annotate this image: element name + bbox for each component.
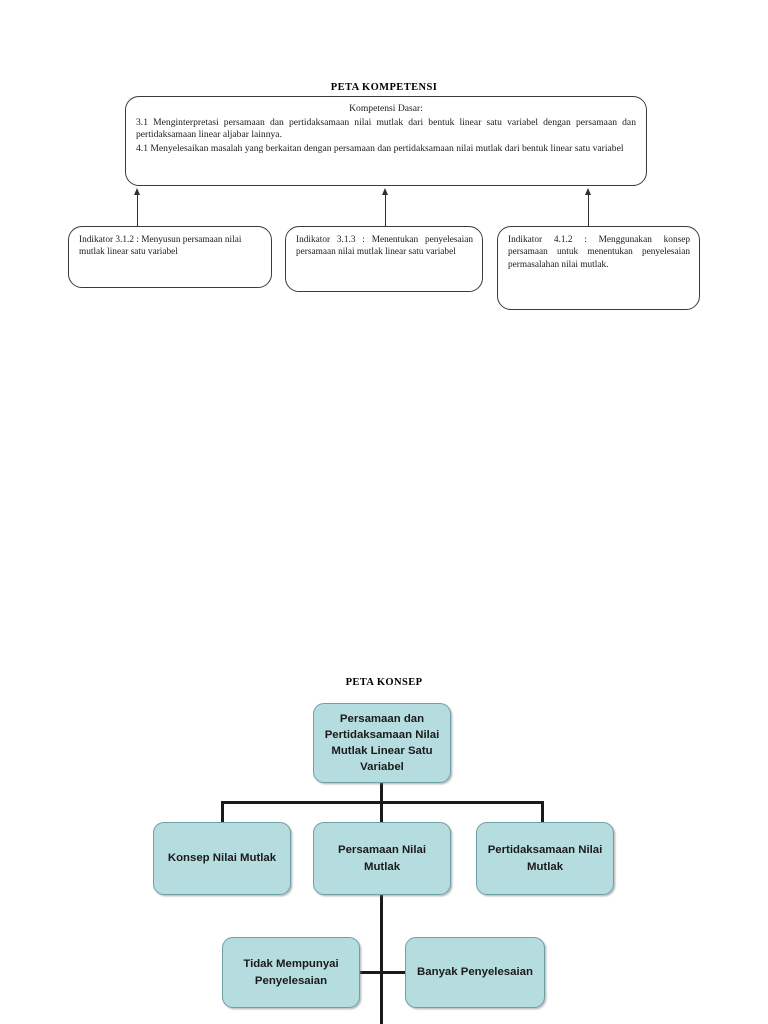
indicator-box-3: Indikator 4.1.2 : Menggunakan konsep per… — [497, 226, 700, 310]
concept-node-pertidaksamaan-nilai-mutlak[interactable]: Pertidaksamaan Nilai Mutlak — [476, 822, 614, 895]
connector-drop-konsep — [221, 801, 224, 824]
indicator-box-1: Indikator 3.1.2 : Menyusun persamaan nil… — [68, 226, 272, 288]
concept-node-tidak-mempunyai-penyelesaian[interactable]: Tidak Mempunyai Penyelesaian — [222, 937, 360, 1008]
connector-branch-banyak — [380, 971, 407, 974]
indicator-text-3: Indikator 4.1.2 : Menggunakan konsep per… — [508, 235, 690, 270]
kompetensi-dasar-line-2: 4.1 Menyelesaikan masalah yang berkaitan… — [136, 142, 624, 154]
peta-kompetensi-title: PETA KOMPETENSI — [330, 82, 438, 93]
arrow-head-indicator-1 — [134, 188, 140, 195]
indicator-text-1: Indikator 3.1.2 : Menyusun persamaan nil… — [79, 235, 242, 258]
arrow-head-indicator-3 — [585, 188, 591, 195]
indicator-text-2: Indikator 3.1.3 : Menentukan penyelesaia… — [296, 235, 473, 258]
concept-node-persamaan-nilai-mutlak[interactable]: Persamaan Nilai Mutlak — [313, 822, 451, 895]
connector-drop-pertidaksamaan — [541, 801, 544, 824]
concept-node-root[interactable]: Persamaan dan Pertidaksamaan Nilai Mutla… — [313, 703, 451, 783]
concept-node-banyak-penyelesaian[interactable]: Banyak Penyelesaian — [405, 937, 545, 1008]
indicator-box-2: Indikator 3.1.3 : Menentukan penyelesaia… — [285, 226, 483, 292]
arrow-shaft-indicator-2 — [385, 195, 386, 226]
arrow-shaft-indicator-1 — [137, 195, 138, 226]
connector-root-down — [380, 781, 383, 803]
connector-spine-level3 — [380, 893, 383, 1024]
kompetensi-dasar-line-1: 3.1 Menginterpretasi persamaan dan perti… — [136, 116, 636, 141]
arrow-head-indicator-2 — [382, 188, 388, 195]
peta-konsep-title: PETA KONSEP — [345, 677, 423, 688]
kompetensi-dasar-heading: Kompetensi Dasar: — [349, 103, 423, 114]
kompetensi-dasar-box: Kompetensi Dasar: 3.1 Menginterpretasi p… — [125, 96, 647, 186]
connector-drop-persamaan — [380, 801, 383, 824]
connector-branch-tidak-mempunyai — [358, 971, 382, 974]
arrow-shaft-indicator-3 — [588, 195, 589, 226]
concept-node-konsep-nilai-mutlak[interactable]: Konsep Nilai Mutlak — [153, 822, 291, 895]
